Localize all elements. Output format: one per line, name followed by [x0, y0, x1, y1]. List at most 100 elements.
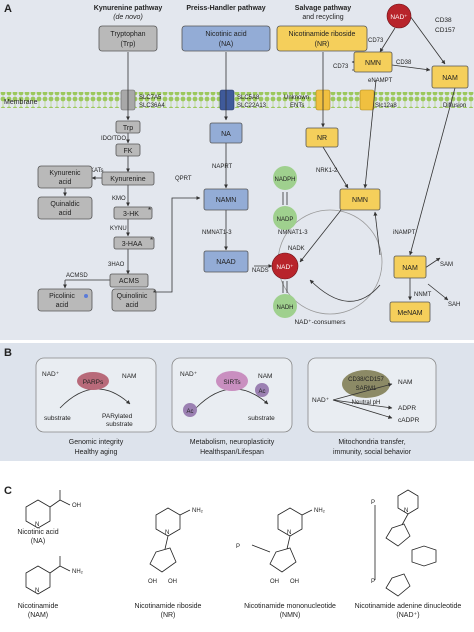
nr-box [305, 127, 339, 148]
nam-molecule-abbr: (NAM) [28, 612, 48, 619]
preiss-handler-title: Preiss-Handler pathway [186, 5, 265, 12]
tryptophan-label: Tryptophan [110, 31, 145, 38]
naprt-label: NAPRT [212, 164, 233, 170]
acms-box [109, 273, 149, 288]
svg-text:NH₂: NH₂ [314, 508, 326, 514]
tryptophan-abbr: (Trp) [121, 41, 136, 48]
ents-label: ENTs [290, 103, 304, 109]
svg-text:N: N [165, 530, 169, 536]
namn-label: NAMN [216, 197, 237, 204]
cell-membrane [0, 92, 474, 108]
svg-text:P: P [236, 544, 240, 550]
sirts-caption-1: Metabolism, neuroplasticity [190, 439, 275, 446]
salvage-pathway-subtitle: and recycling [302, 14, 343, 21]
kynurenine-label: Kynurenine [110, 176, 146, 183]
kmo-label: KMO [112, 196, 126, 202]
kats-label: KATs [90, 168, 104, 174]
nmn-extracellular-label: NMN [365, 60, 381, 67]
three-haa-label: 3-HAA [122, 241, 143, 248]
tryptophan-box: Tryptophan (Trp) [98, 25, 158, 52]
three-haa-marker: * [150, 236, 153, 245]
cd38-ph: Neutral pH [352, 400, 381, 406]
cd38-mid-label: CD38 [396, 60, 412, 66]
na-label: NA [221, 131, 231, 138]
slc5a8-transporter [219, 89, 235, 111]
svg-text:OH: OH [270, 579, 279, 585]
parps-product: PARylated [102, 413, 133, 420]
cd38-nam: NAM [398, 379, 412, 386]
nr-molecule-name: Nicotinamide riboside [135, 603, 202, 610]
panel-c-letter: C [4, 485, 12, 497]
sah-label: SAH [448, 302, 460, 308]
nadp-circle [273, 206, 297, 230]
picolinic-label: Picolinic [49, 293, 75, 300]
nr-molecule-abbr: (NR) [161, 612, 176, 619]
nam-extracellular-box [431, 65, 469, 89]
acmsd-label: ACMSD [66, 273, 88, 279]
cd38-enzyme-1: CD38/CD157 [348, 377, 384, 383]
fk-box [115, 143, 141, 157]
three-hk-box [113, 206, 153, 220]
parps-substrate: substrate [44, 415, 71, 422]
picolinic-acid-label: acid [56, 302, 69, 309]
salvage-pathway-title: Salvage pathway [295, 5, 352, 12]
cd38-arrows [332, 383, 393, 419]
sirts-nad: NAD⁺ [180, 371, 198, 378]
picolinic-marker [84, 294, 88, 298]
nadp-label: NADP [277, 217, 294, 223]
kynu-label: KYNU [110, 226, 127, 232]
nad-intracellular-circle [271, 252, 299, 280]
parps-product-2: substrate [106, 421, 133, 428]
three-hk-marker: * [148, 206, 151, 215]
nad-extracellular-circle [386, 3, 412, 29]
quinolinic-acid-box [111, 288, 157, 312]
svg-text:NH₂: NH₂ [192, 508, 204, 514]
cd38-caption-1: Mitochondria transfer, [338, 439, 405, 446]
cd38-nad: NAD⁺ [312, 397, 330, 404]
acms-label: ACMS [119, 278, 140, 285]
parps-caption-1: Genomic integrity [69, 439, 124, 446]
panel-c: C N [4, 485, 461, 619]
slc5a8-label: SLC5A8 [237, 95, 260, 101]
nmnat-right-label: NMNAT1-3 [278, 230, 308, 236]
svg-text:OH: OH [148, 579, 157, 585]
nmn-molecule-abbr: (NMN) [280, 612, 301, 619]
nad-molecule-name: Nicotinamide adenine dinucleotide [355, 603, 462, 610]
nicotinamide-riboside-box [276, 25, 368, 52]
svg-text:P: P [371, 579, 375, 585]
sirts-caption-2: Healthspan/Lifespan [200, 449, 264, 456]
nnmt-label: NNMT [414, 292, 432, 298]
svg-text:N: N [404, 508, 408, 514]
sirts-enzyme [216, 371, 248, 391]
nmn-molecule-name: Nicotinamide mononucleotide [244, 603, 336, 610]
ido-tdo-label: IDO/TDO [101, 136, 126, 142]
parps-nam: NAM [122, 373, 136, 380]
na-box [209, 122, 243, 144]
nam-intracellular-box [393, 255, 427, 279]
cd38-caption-2: immunity, social behavior [333, 449, 412, 456]
sirts-box [171, 357, 293, 433]
sirts-label: SIRTs [223, 379, 241, 386]
parps-box [35, 357, 157, 433]
unknown-transporter-label: Unknown [284, 95, 309, 101]
slc36a4-label: SLC36A4 [139, 103, 165, 109]
kynurenine-box [101, 171, 155, 186]
fk-label: FK [124, 148, 133, 155]
nicotinamide-riboside-abbr: (NR) [315, 41, 330, 48]
parps-nad: NAD⁺ [42, 371, 60, 378]
molecule-atom-labels: N N N N N OH NH₂ NH₂ NH₂ OH OH OH OH P P… [35, 500, 408, 594]
nad-consumers-label: NAD⁺-consumers [294, 319, 346, 326]
menam-label: MeNAM [397, 310, 422, 317]
quinolinic-label: Quinolinic [117, 293, 148, 300]
naad-label: NAAD [216, 259, 235, 266]
quinaldic-acid-box [37, 196, 93, 220]
nadph-label: NADPH [274, 177, 295, 183]
panel-b-letter: B [4, 347, 12, 359]
svg-text:OH: OH [168, 579, 177, 585]
nad-extracellular-label: NAD⁺ [390, 14, 408, 21]
picolinic-acid-box [37, 288, 93, 312]
nads-label: NADS [252, 268, 269, 274]
parps-label: PARPs [83, 379, 104, 386]
cd38-cadpr: cADPR [398, 417, 420, 424]
cd73-top-label: CD73 [368, 38, 384, 44]
